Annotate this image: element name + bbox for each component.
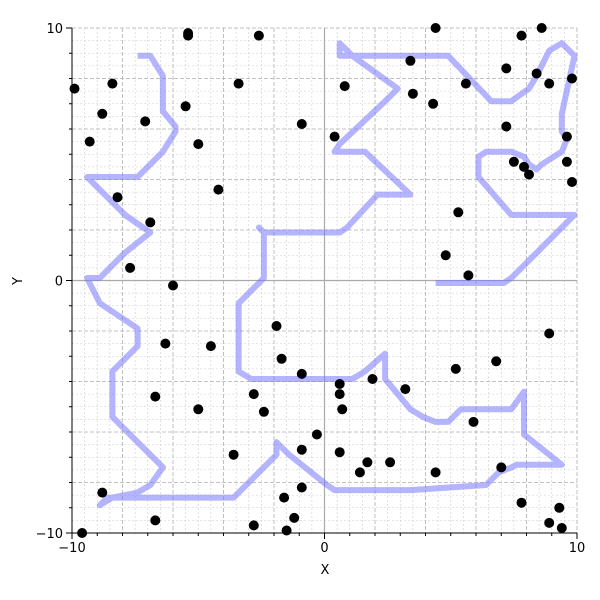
scatter-point <box>334 389 345 400</box>
scatter-point <box>428 98 439 109</box>
scatter-point <box>145 217 156 228</box>
scatter-point <box>112 192 123 203</box>
scatter-point <box>97 108 108 119</box>
scatter-point <box>84 136 95 147</box>
x-tick-label: 0 <box>320 541 328 556</box>
scatter-point <box>400 384 411 395</box>
scatter-point <box>281 525 292 536</box>
scatter-point <box>463 270 474 281</box>
scatter-point <box>430 467 441 478</box>
scatter-point <box>508 156 519 167</box>
points-layer <box>69 23 577 538</box>
path-line <box>84 40 578 509</box>
y-tick-label: 10 <box>46 22 63 37</box>
scatter-point <box>334 447 345 458</box>
scatter-point <box>544 328 555 339</box>
scatter-point <box>430 23 441 33</box>
scatter-point <box>407 88 418 99</box>
scatter-point <box>271 321 282 331</box>
scatter-point <box>183 30 194 41</box>
scatter-point <box>561 131 572 142</box>
scatter-point <box>536 23 547 33</box>
scatter-point <box>544 517 555 528</box>
x-tick-label: 10 <box>569 541 586 556</box>
scatter-point <box>107 78 118 89</box>
scatter-point <box>516 30 527 41</box>
x-axis-label: X <box>321 563 330 578</box>
scatter-point <box>440 250 451 261</box>
scatter-point <box>491 356 502 367</box>
scatter-point <box>248 520 259 531</box>
scatter-point <box>168 280 178 291</box>
scatter-point <box>205 341 216 352</box>
scatter-point <box>296 119 307 129</box>
scatter-point <box>248 389 259 400</box>
scatter-point <box>228 449 239 460</box>
scatter-point <box>289 512 300 523</box>
scatter-point <box>450 363 461 374</box>
scatter-point <box>337 404 348 415</box>
scatter-point <box>160 338 171 349</box>
scatter-point <box>531 68 542 79</box>
scatter-point <box>516 497 527 508</box>
y-axis-label: Y <box>11 277 26 286</box>
x-tick-label: −10 <box>58 541 85 556</box>
scatter-point <box>524 169 534 180</box>
scatter-point <box>385 457 396 468</box>
scatter-point <box>233 78 244 89</box>
scatter-point <box>362 457 373 468</box>
scatter-point <box>213 184 224 195</box>
scatter-point <box>501 121 512 132</box>
scatter-point <box>193 404 204 415</box>
scatter-point <box>339 81 350 92</box>
scatter-point <box>125 262 136 273</box>
ticks: −10 0 10 −10 0 10 <box>36 22 586 556</box>
scatter-point <box>468 416 479 427</box>
scatter-point <box>180 101 191 112</box>
scatter-point <box>69 83 80 94</box>
scatter-point <box>367 374 378 384</box>
scatter-point <box>258 406 269 417</box>
scatter-point <box>554 502 565 513</box>
scatter-point <box>561 156 572 167</box>
scatter-point <box>140 116 151 127</box>
scatter-point <box>97 487 108 498</box>
scatter-point <box>496 462 507 473</box>
scatter-point <box>253 30 264 41</box>
y-tick-label: −10 <box>36 527 63 542</box>
scatter-point <box>405 55 416 66</box>
scatter-point <box>311 429 322 440</box>
scatter-point <box>460 78 471 89</box>
scatter-point <box>544 78 555 89</box>
scatter-point <box>296 444 307 455</box>
scatter-point <box>276 353 287 364</box>
scatter-point <box>296 482 307 493</box>
scatter-point <box>453 207 464 218</box>
scatter-point <box>556 523 567 533</box>
scatter-point <box>150 391 161 402</box>
scatter-point <box>150 515 161 526</box>
path-layer <box>84 40 578 509</box>
scatter-point <box>329 131 340 142</box>
scatter-point <box>354 467 365 478</box>
scatter-point <box>279 492 290 503</box>
scatter-point <box>296 368 307 379</box>
scatter-point <box>334 379 345 389</box>
scatter-point <box>193 139 204 150</box>
scatter-point <box>519 161 529 172</box>
scatter-point <box>567 177 577 187</box>
scatter-point <box>567 73 577 84</box>
y-tick-label: 0 <box>55 275 63 290</box>
scatter-point <box>501 63 512 74</box>
